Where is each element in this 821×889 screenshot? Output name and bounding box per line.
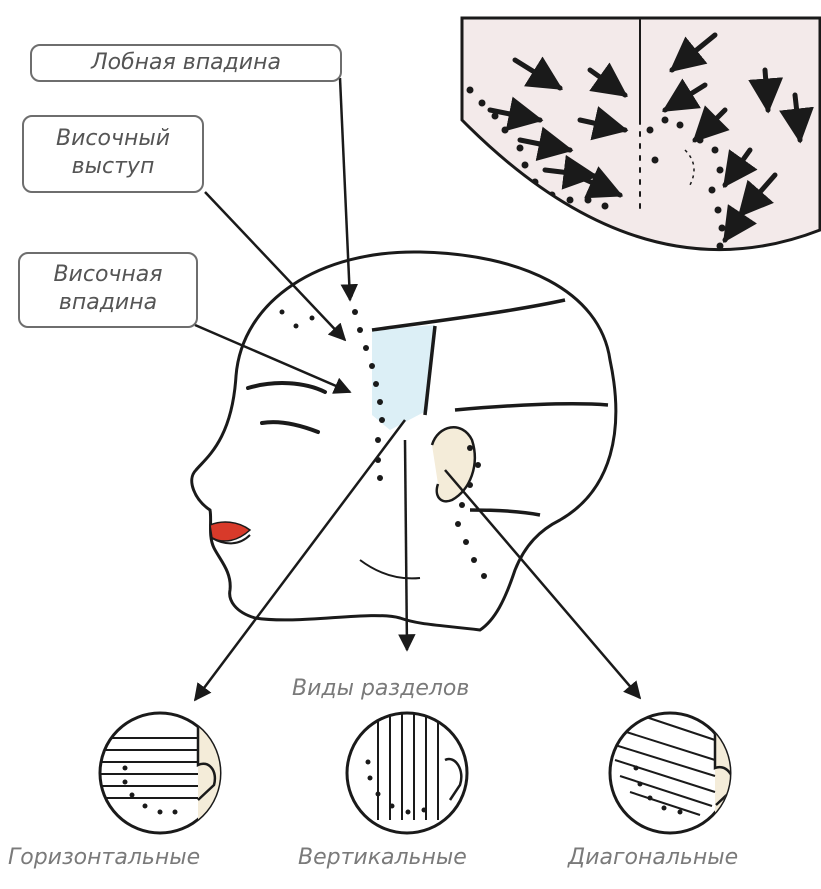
callout-leaders xyxy=(195,78,350,392)
callout-temporal-hollow-line1: Височная xyxy=(20,261,196,289)
caption-horizontal: Горизонтальные xyxy=(8,845,200,870)
callout-temporal-bulge: Височный выступ xyxy=(22,115,204,193)
vertical-sections-circle xyxy=(347,713,467,833)
diagonal-sections-circle xyxy=(610,713,775,833)
callout-temporal-bulge-line2: выступ xyxy=(24,153,202,181)
caption-vertical: Вертикальные xyxy=(298,845,467,870)
callout-temporal-hollow: Височная впадина xyxy=(18,252,198,328)
caption-diagonal: Диагональные xyxy=(568,845,738,870)
callout-frontal-hollow: Лобная впадина xyxy=(30,44,342,82)
callout-temporal-bulge-line1: Височный xyxy=(24,125,202,153)
section-arrows xyxy=(195,420,640,700)
crown-whorl-detail xyxy=(462,18,820,250)
section-types-title: Виды разделов xyxy=(292,676,469,701)
callout-frontal-hollow-text: Лобная впадина xyxy=(91,50,281,75)
horizontal-sections-circle xyxy=(100,713,268,833)
callout-temporal-hollow-line2: впадина xyxy=(20,289,196,317)
